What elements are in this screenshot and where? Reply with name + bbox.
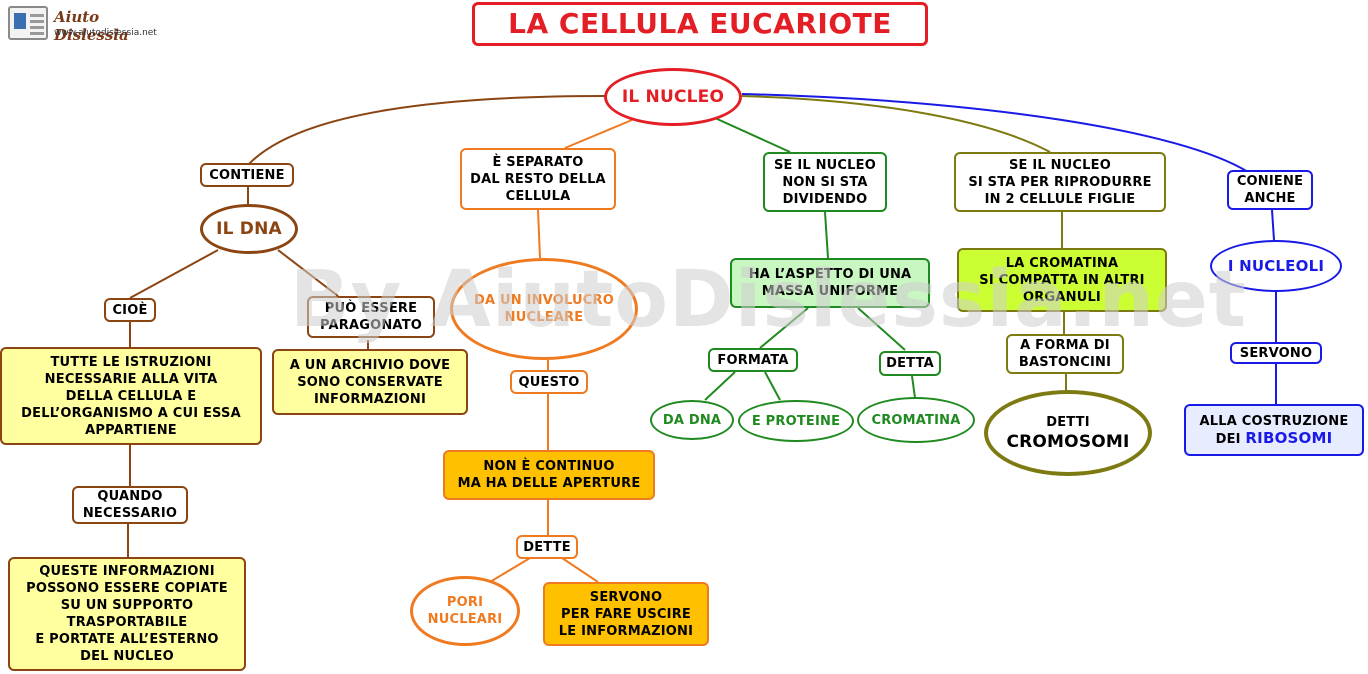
- node-detta: DETTA: [879, 351, 941, 376]
- node-istruzioni: TUTTE LE ISTRUZIONI NECESSARIE ALLA VITA…: [0, 347, 262, 445]
- link-nucleo-separato: [564, 119, 633, 149]
- ribosomi-prefix: ALLA COSTRUZIONE DEI RIBOSOMI: [1200, 413, 1349, 448]
- node-involucro: DA UN INVOLUCRO NUCLEARE: [450, 258, 638, 360]
- ribosomi-prefix-text: ALLA COSTRUZIONE DEI: [1199, 413, 1349, 447]
- node-ribosomi: ALLA COSTRUZIONE DEI RIBOSOMI: [1184, 404, 1364, 456]
- node-uscire: SERVONO PER FARE USCIRE LE INFORMAZIONI: [543, 582, 709, 646]
- node-nucleo: IL NUCLEO: [604, 68, 742, 126]
- node-questo: QUESTO: [510, 370, 588, 394]
- node-dette: DETTE: [516, 535, 578, 559]
- link-nucleo-nondivide: [714, 117, 791, 153]
- node-aperture: NON È CONTINUO MA HA DELLE APERTURE: [443, 450, 655, 500]
- node-da-dna: DA DNA: [650, 400, 734, 440]
- logo-name: Aiuto Dislessia: [54, 8, 129, 44]
- node-proteine: E PROTEINE: [738, 400, 854, 442]
- node-riprodurre: SE IL NUCLEO SI STA PER RIPRODURRE IN 2 …: [954, 152, 1166, 212]
- node-dna: IL DNA: [200, 204, 298, 254]
- cromosomi-prefix: DETTI: [1046, 414, 1090, 430]
- node-nucleoli: I NUCLEOLI: [1210, 240, 1342, 292]
- link-nucleo-riprodurre: [741, 95, 1051, 153]
- link-contieneanche-nucleoli: [1271, 209, 1275, 241]
- node-quando: QUANDO NECESSARIO: [72, 486, 188, 524]
- node-archivio: A UN ARCHIVIO DOVE SONO CONSERVATE INFOR…: [272, 349, 468, 415]
- node-servono: SERVONO: [1230, 342, 1322, 364]
- node-cioe: CIOÈ: [104, 298, 156, 322]
- link-nucleo-contieneanche: [741, 93, 1249, 173]
- node-contiene: CONTIENE: [200, 163, 294, 187]
- node-pori: PORI NUCLEARI: [410, 576, 520, 646]
- link-formata-proteine: [764, 371, 781, 401]
- node-separato: È SEPARATO DAL RESTO DELLA CELLULA: [460, 148, 616, 210]
- book-logo-icon: [8, 6, 48, 40]
- link-aspetto-detta: [857, 307, 906, 351]
- link-detta-cromatina: [911, 375, 916, 399]
- node-non-divide: SE IL NUCLEO NON SI STA DIVIDENDO: [763, 152, 887, 212]
- node-copiate: QUESTE INFORMAZIONI POSSONO ESSERE COPIA…: [8, 557, 246, 671]
- link-dette-pori: [489, 557, 531, 583]
- node-cromosomi: DETTI CROMOSOMI: [984, 390, 1152, 476]
- cromosomi-label: CROMOSOMI: [1006, 431, 1130, 452]
- node-compatta: LA CROMATINA SI COMPATTA IN ALTRI ORGANU…: [957, 248, 1167, 312]
- node-formata: FORMATA: [708, 348, 798, 372]
- node-cromatina: CROMATINA: [857, 397, 975, 443]
- link-dna-paragonato: [277, 249, 339, 297]
- link-separato-involucro: [537, 209, 541, 259]
- link-dna-cioe: [129, 249, 219, 299]
- link-formata-dadna: [704, 371, 736, 401]
- page-title: LA CELLULA EUCARIOTE: [472, 2, 928, 46]
- node-aspetto: HA L’ASPETTO DI UNA MASSA UNIFORME: [730, 258, 930, 308]
- link-nondivide-aspetto: [824, 211, 829, 259]
- ribosomi-label: RIBOSOMI: [1245, 428, 1333, 447]
- node-contiene-anche: CONIENE ANCHE: [1227, 170, 1313, 210]
- logo-url: www.aiutodislessia.net: [54, 28, 157, 38]
- node-bastoncini: A FORMA DI BASTONCINI: [1006, 334, 1124, 374]
- site-logo: Aiuto Dislessia www.aiutodislessia.net: [8, 6, 168, 44]
- link-nucleo-contiene: [247, 95, 606, 166]
- link-dette-uscire: [561, 557, 599, 583]
- link-aspetto-formata: [759, 307, 809, 349]
- node-paragonato: PUÒ ESSERE PARAGONATO: [307, 296, 435, 338]
